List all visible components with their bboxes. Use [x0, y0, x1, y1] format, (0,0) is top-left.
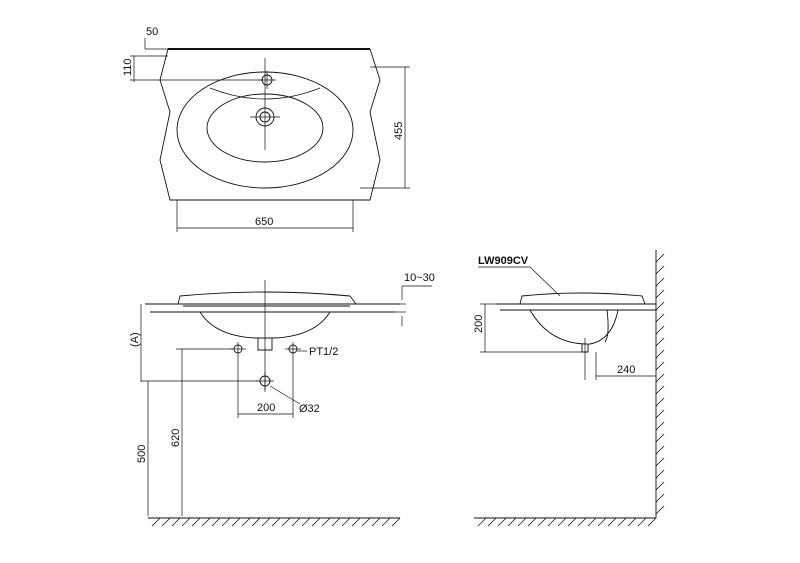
drain-outlet	[256, 372, 274, 390]
dim-tap-offset: 110	[122, 58, 134, 76]
side-basin-rim	[519, 292, 646, 305]
dim-drain-diameter: Ø32	[299, 403, 320, 415]
basin-rim	[177, 291, 357, 305]
dim-width: 650	[255, 216, 273, 228]
dim-counter-thickness: 10~30	[404, 272, 435, 284]
top-view: 50 110 455 650	[122, 26, 410, 232]
dim-depth: 455	[393, 122, 405, 140]
dim-drain-height: 620	[170, 429, 182, 447]
dim-top-offset: 50	[146, 26, 158, 38]
inlet-right	[285, 342, 301, 356]
dim-wall-offset: 240	[617, 364, 635, 376]
front-view: 10~30 (A) PT1/2 Ø32 200	[129, 272, 435, 527]
side-view: LW909CV 200 240	[473, 250, 665, 527]
dim-inlet-thread: PT1/2	[309, 346, 338, 358]
floor-hatch	[151, 517, 401, 527]
dim-inlet-height: 500	[136, 445, 148, 463]
dim-inlet-spacing: 200	[257, 402, 275, 414]
dim-bowl-depth: 200	[473, 315, 485, 333]
counter-cutout-outline	[159, 48, 381, 201]
side-floor-hatch	[477, 517, 657, 527]
model-label: LW909CV	[478, 255, 529, 267]
model-leader	[529, 266, 561, 297]
dim-a: (A)	[129, 332, 141, 347]
side-bowl	[529, 309, 619, 345]
wall-hatch	[655, 253, 665, 515]
